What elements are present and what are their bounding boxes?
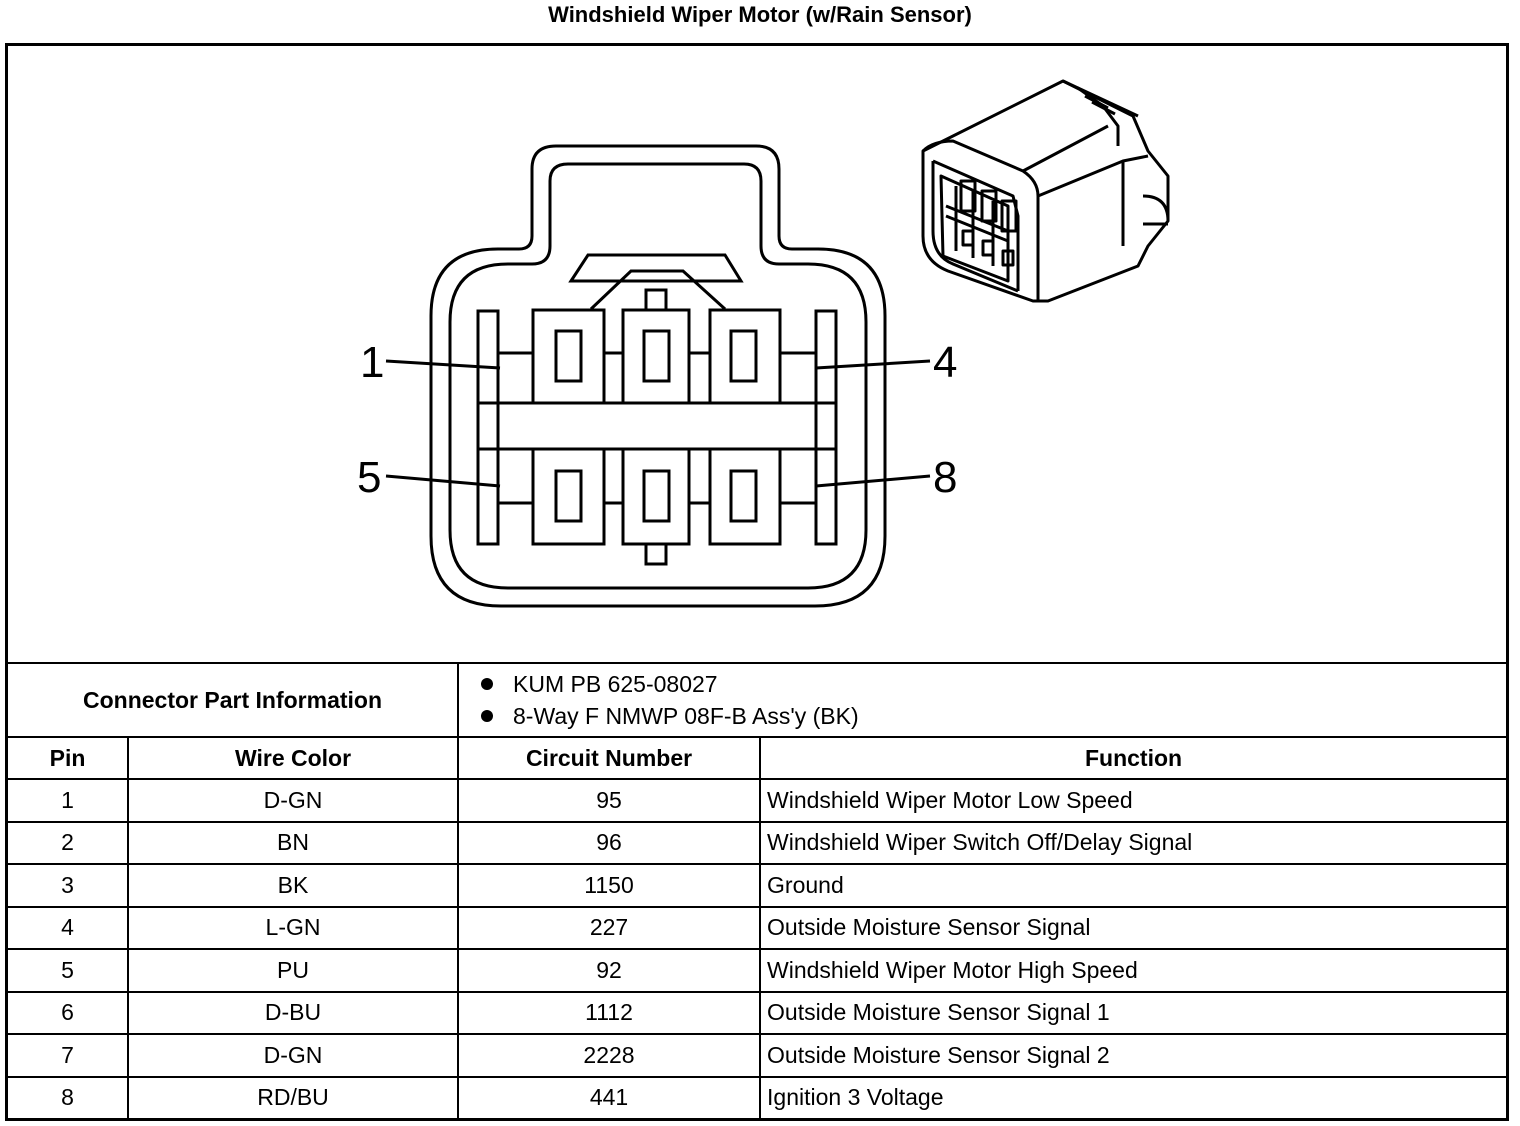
cavity-7 bbox=[708, 447, 782, 546]
header-circuit-number: Circuit Number bbox=[457, 736, 762, 780]
header-pin: Pin bbox=[8, 736, 129, 780]
center-bar bbox=[476, 401, 838, 451]
header-function: Function bbox=[759, 736, 1507, 780]
bullet-icon bbox=[481, 677, 494, 690]
cavity-1 bbox=[531, 308, 606, 405]
page-title: Windshield Wiper Motor (w/Rain Sensor) bbox=[548, 2, 972, 27]
cavity-3 bbox=[708, 308, 782, 405]
connector-info-item: 8-Way F NMWP 08F-B Ass'y (BK) bbox=[481, 700, 1506, 732]
housing-inner bbox=[448, 162, 868, 590]
pin-label-5: 5 bbox=[357, 453, 381, 502]
header-wire-color: Wire Color bbox=[126, 736, 460, 780]
rail-left bbox=[476, 309, 500, 546]
pin-label-4: 4 bbox=[933, 338, 957, 387]
cavity-5 bbox=[531, 447, 606, 546]
pin-label-1: 1 bbox=[360, 338, 384, 387]
connector-face-drawing: 1 4 5 8 bbox=[357, 79, 1170, 608]
connector-info-label: Connector Part Information bbox=[8, 662, 460, 738]
housing-outer bbox=[429, 144, 887, 608]
rail-right bbox=[814, 309, 838, 546]
connector-info-row: Connector Part Information KUM PB 625-08… bbox=[8, 662, 1507, 738]
bullet-icon bbox=[481, 709, 494, 722]
latch-top bbox=[568, 253, 744, 283]
connector-info-list: KUM PB 625-08027 8-Way F NMWP 08F-B Ass'… bbox=[457, 662, 1507, 738]
latch-ramp bbox=[589, 269, 727, 311]
connector-frame: 1 4 5 8 bbox=[5, 43, 1509, 1121]
table-header-row: Pin Wire Color Circuit Number Function bbox=[8, 736, 1507, 780]
cavity-6 bbox=[621, 447, 691, 546]
pinout-table: Connector Part Information KUM PB 625-08… bbox=[8, 662, 1507, 1118]
cavity-2 bbox=[621, 308, 691, 405]
connector-3d-illustration bbox=[921, 79, 1170, 303]
connector-diagram: 1 4 5 8 bbox=[8, 46, 1506, 662]
pin-label-8: 8 bbox=[933, 453, 957, 502]
connector-info-item: KUM PB 625-08027 bbox=[481, 668, 1506, 700]
